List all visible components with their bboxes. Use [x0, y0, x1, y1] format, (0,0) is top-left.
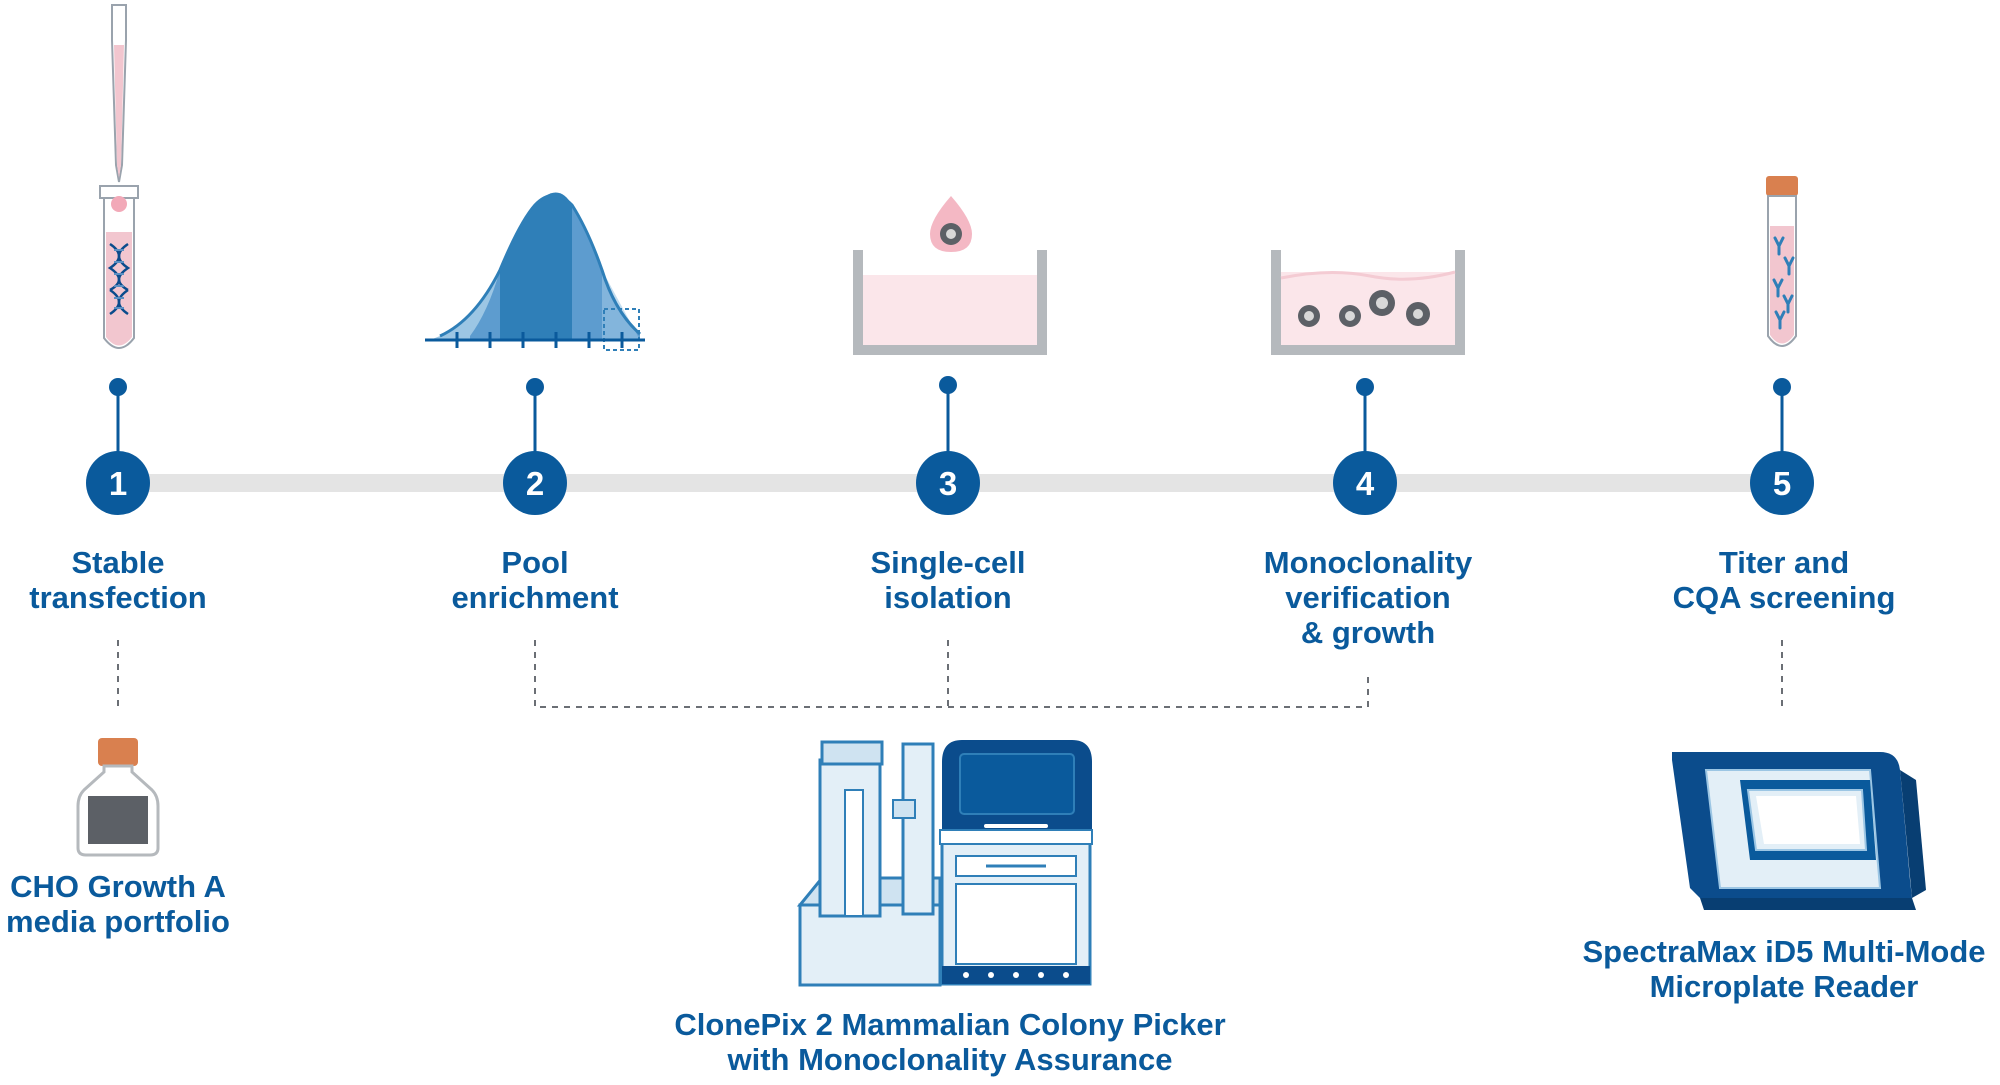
step-title-3-line-1: Single-cell [870, 545, 1026, 580]
step-title-1: Stable transfection [29, 545, 206, 615]
product-cho-line-1: CHO Growth A [10, 869, 226, 904]
product-name-spectramax: SpectraMax iD5 Multi-Mode Microplate Rea… [1582, 934, 1985, 1004]
colony-picker-instrument-icon [796, 740, 1093, 987]
microplate-reader-icon [1672, 752, 1926, 910]
step-badge-3: 3 [916, 451, 980, 515]
product-name-cho-media: CHO Growth A media portfolio [6, 869, 230, 939]
step-title-4-line-3: & growth [1300, 615, 1436, 650]
step-title-4: Monoclonality verification & growth [1264, 545, 1472, 650]
product-spectramax-line-1: SpectraMax iD5 Multi-Mode [1582, 934, 1986, 969]
step-title-5: Titer and CQA screening [1673, 545, 1896, 615]
bell-curve-icon [425, 192, 645, 351]
product-cho-line-2: media portfolio [6, 904, 230, 939]
stem-connectors [116, 385, 1784, 460]
step-badge-2: 2 [503, 451, 567, 515]
step-badge-1: 1 [86, 451, 150, 515]
product-clonepix-line-1: ClonePix 2 Mammalian Colony Picker [674, 1007, 1226, 1042]
step-title-1-line-2: transfection [29, 580, 207, 615]
step-number-5: 5 [1773, 465, 1791, 502]
step-number-4: 4 [1356, 465, 1375, 502]
step-badge-4: 4 [1333, 451, 1397, 515]
product-clonepix-line-2: with Monoclonality Assurance [727, 1042, 1173, 1077]
antibody-tube-icon [1766, 176, 1798, 347]
step-title-5-line-2: CQA screening [1672, 580, 1896, 615]
dashed-connectors [117, 640, 1783, 712]
step-title-2: Pool enrichment [451, 545, 618, 615]
pipette-tube-dna-icon [99, 4, 139, 349]
single-cell-well-icon [853, 196, 1047, 355]
step-badge-5: 5 [1750, 451, 1814, 515]
step-title-5-line-1: Titer and [1718, 545, 1850, 580]
step-number-2: 2 [526, 465, 544, 502]
step-title-1-line-1: Stable [71, 545, 165, 580]
colony-well-icon [1271, 250, 1465, 355]
product-name-clonepix: ClonePix 2 Mammalian Colony Picker with … [674, 1007, 1225, 1077]
step-title-3: Single-cell isolation [870, 545, 1025, 615]
step-number-1: 1 [109, 465, 127, 502]
step-number-3: 3 [939, 465, 957, 502]
step-title-2-line-2: enrichment [451, 580, 619, 615]
product-spectramax-line-2: Microplate Reader [1649, 969, 1919, 1004]
step-title-4-line-2: verification [1285, 580, 1451, 615]
step-title-4-line-1: Monoclonality [1263, 545, 1473, 580]
step-title-3-line-2: isolation [884, 580, 1012, 615]
media-bottle-icon [76, 738, 160, 857]
step-title-2-line-1: Pool [501, 545, 569, 580]
stem-dots [109, 376, 1791, 396]
